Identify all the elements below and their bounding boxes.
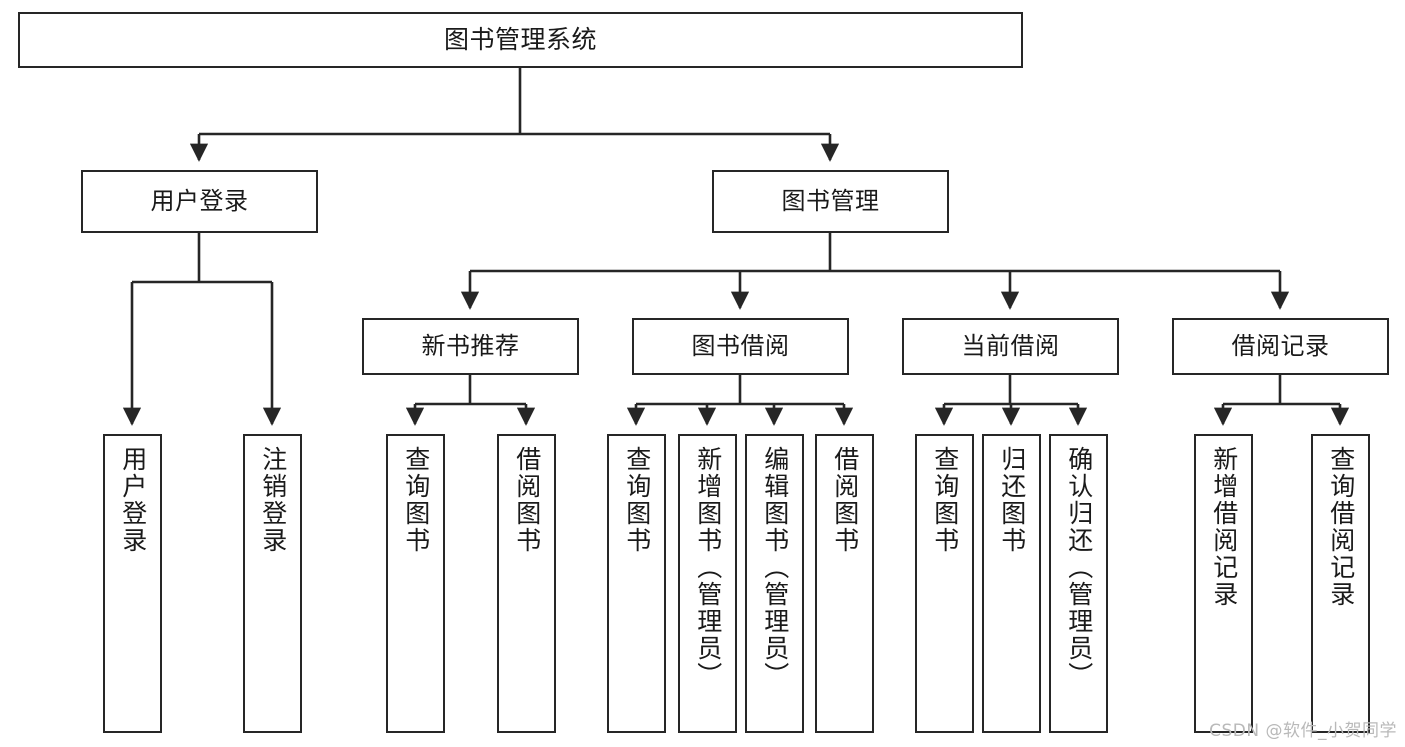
node-leaf-query-book-3-label: 查询图书 xyxy=(930,446,960,554)
node-leaf-confirm-return-label: 确认归还（管理员） xyxy=(1064,446,1094,689)
node-new-book-recommend-label: 新书推荐 xyxy=(421,332,520,361)
node-root[interactable]: 图书管理系统 xyxy=(18,12,1023,68)
node-leaf-query-record-label: 查询借阅记录 xyxy=(1326,446,1356,608)
node-borrow-record-label: 借阅记录 xyxy=(1231,332,1330,361)
node-leaf-add-book-label: 新增图书（管理员） xyxy=(693,446,723,689)
node-leaf-add-book[interactable]: 新增图书（管理员） xyxy=(678,434,737,733)
node-book-borrow-label: 图书借阅 xyxy=(691,332,790,361)
node-current-borrow-label: 当前借阅 xyxy=(961,332,1060,361)
node-leaf-query-book-1-label: 查询图书 xyxy=(401,446,431,554)
node-root-label: 图书管理系统 xyxy=(443,25,597,54)
node-book-manage[interactable]: 图书管理 xyxy=(712,170,949,233)
node-book-manage-label: 图书管理 xyxy=(781,187,880,216)
node-leaf-borrow-book-2-label: 借阅图书 xyxy=(830,446,860,554)
node-leaf-add-record-label: 新增借阅记录 xyxy=(1209,446,1239,608)
node-leaf-add-record[interactable]: 新增借阅记录 xyxy=(1194,434,1253,733)
node-leaf-user-login-label: 用户登录 xyxy=(118,446,148,554)
node-current-borrow[interactable]: 当前借阅 xyxy=(902,318,1119,375)
node-leaf-query-book-1[interactable]: 查询图书 xyxy=(386,434,445,733)
node-leaf-logout-login[interactable]: 注销登录 xyxy=(243,434,302,733)
node-leaf-edit-book-label: 编辑图书（管理员） xyxy=(760,446,790,689)
node-borrow-record[interactable]: 借阅记录 xyxy=(1172,318,1389,375)
csdn-watermark: CSDN @软件_小贺同学 xyxy=(1209,721,1397,741)
node-book-borrow[interactable]: 图书借阅 xyxy=(632,318,849,375)
node-leaf-borrow-book-1-label: 借阅图书 xyxy=(512,446,542,554)
node-leaf-edit-book[interactable]: 编辑图书（管理员） xyxy=(745,434,804,733)
node-leaf-confirm-return[interactable]: 确认归还（管理员） xyxy=(1049,434,1108,733)
node-leaf-borrow-book-1[interactable]: 借阅图书 xyxy=(497,434,556,733)
node-leaf-return-book[interactable]: 归还图书 xyxy=(982,434,1041,733)
node-leaf-query-record[interactable]: 查询借阅记录 xyxy=(1311,434,1370,733)
node-user-login[interactable]: 用户登录 xyxy=(81,170,318,233)
node-leaf-user-login[interactable]: 用户登录 xyxy=(103,434,162,733)
node-user-login-label: 用户登录 xyxy=(150,187,249,216)
node-leaf-query-book-2-label: 查询图书 xyxy=(622,446,652,554)
node-new-book-recommend[interactable]: 新书推荐 xyxy=(362,318,579,375)
node-leaf-logout-login-label: 注销登录 xyxy=(258,446,288,554)
node-leaf-query-book-3[interactable]: 查询图书 xyxy=(915,434,974,733)
node-leaf-borrow-book-2[interactable]: 借阅图书 xyxy=(815,434,874,733)
node-leaf-query-book-2[interactable]: 查询图书 xyxy=(607,434,666,733)
node-leaf-return-book-label: 归还图书 xyxy=(997,446,1027,554)
